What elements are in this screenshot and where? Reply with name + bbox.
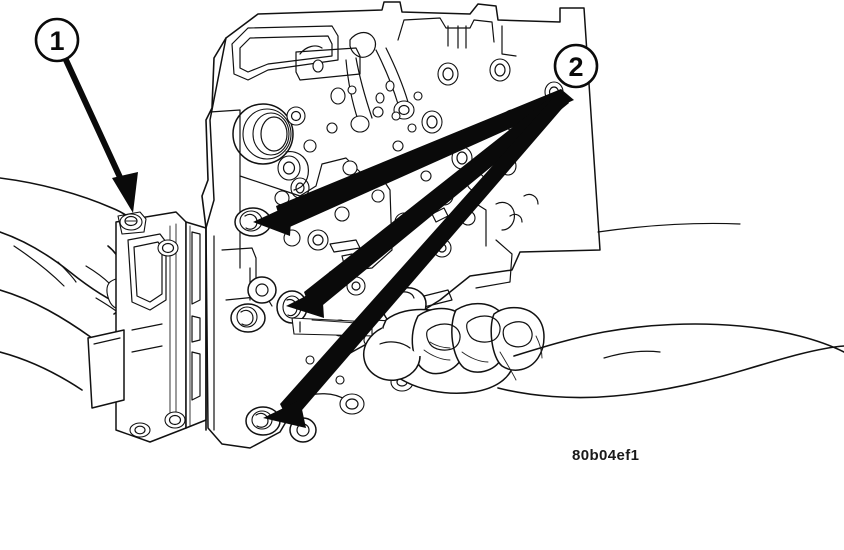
forearm-contour-lower — [603, 350, 661, 359]
forearm-contour-upper — [597, 222, 741, 233]
figure-id-label: 80b04ef1 — [572, 447, 640, 464]
right-hand — [362, 287, 844, 399]
bolt-mid-left — [230, 303, 266, 333]
callout-2-circle — [553, 43, 599, 89]
bolt-lower-left — [245, 406, 281, 436]
bolt-upper-left — [234, 207, 272, 237]
callout-1-circle — [34, 17, 80, 63]
bolt-module-bottom — [129, 422, 151, 438]
bolt-lower-mid — [247, 276, 277, 304]
callout-2: 2 — [553, 43, 599, 89]
callout-2-number: 2 — [568, 52, 583, 82]
bolt-module-lower-right — [164, 411, 186, 429]
bolt-module-top — [119, 213, 143, 231]
callout-2-leaders — [253, 89, 574, 428]
servo-bore — [232, 103, 294, 165]
callout-1-leader — [63, 58, 138, 213]
solenoid-pack-module — [87, 211, 207, 443]
bolt-module-mid — [157, 239, 179, 257]
callout-1-number: 1 — [49, 26, 64, 56]
callout-1: 1 — [34, 17, 80, 63]
